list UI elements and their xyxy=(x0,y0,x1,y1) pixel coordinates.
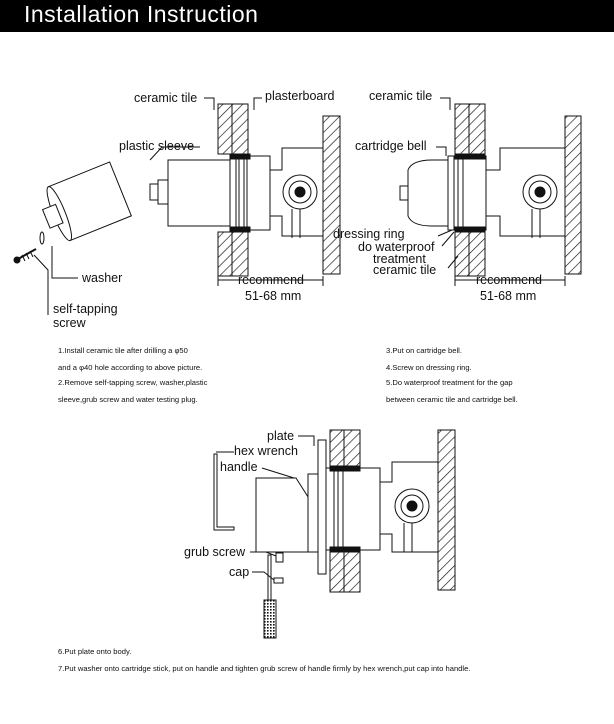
step-5-line-1: 5.Do waterproof treatment for the gap xyxy=(386,378,513,387)
rear-wall-2 xyxy=(564,115,582,275)
label-grub-screw: grub screw xyxy=(184,545,246,559)
ceramic-tile-lower-2 xyxy=(454,231,470,277)
page-title: Installation Instruction xyxy=(24,1,259,27)
label-plate: plate xyxy=(267,429,295,443)
grub-screw xyxy=(275,552,284,563)
step-7: 7.Put washer onto cartridge stick, put o… xyxy=(58,664,471,673)
handle xyxy=(255,477,311,553)
label-washer: washer xyxy=(82,271,123,285)
step-5-line-2: between ceramic tile and cartridge bell. xyxy=(386,395,518,404)
header-bar: Installation Instruction xyxy=(0,0,614,32)
label-hex-wrench: hex wrench xyxy=(234,444,298,458)
ceramic-tile-upper-3 xyxy=(329,429,345,471)
step-3: 3.Put on cartridge bell. xyxy=(386,346,462,355)
cap xyxy=(273,577,284,584)
plasterboard-lower xyxy=(231,231,249,277)
self-tapping-screw xyxy=(13,248,37,264)
label-recommend-2: recommend xyxy=(476,273,542,287)
washer xyxy=(39,231,45,245)
step-6: 6.Put plate onto body. xyxy=(58,647,132,656)
rear-wall-3 xyxy=(437,429,456,591)
label-screw: screw xyxy=(53,316,86,330)
label-cartridge-bell: cartridge bell xyxy=(355,139,427,153)
ceramic-tile-upper-2 xyxy=(454,103,470,155)
ceramic-tile-upper xyxy=(217,103,233,155)
label-plastic-sleeve: plastic sleeve xyxy=(119,139,195,153)
diagram-3 xyxy=(213,429,456,639)
label-dimension: 51-68 mm xyxy=(245,289,302,303)
valve-body xyxy=(167,159,231,227)
label-ceramic-tile-2: ceramic tile xyxy=(369,89,433,103)
label-dimension-2: 51-68 mm xyxy=(480,289,537,303)
hex-wrench xyxy=(213,453,235,531)
plasterboard-upper xyxy=(231,103,249,155)
diagram-2 xyxy=(399,97,582,286)
ceramic-tile-lower xyxy=(217,231,233,277)
screwdriver-grip xyxy=(263,599,277,639)
label-cap: cap xyxy=(229,565,250,579)
step-4: 4.Screw on dressing ring. xyxy=(386,363,472,372)
diagram-1 xyxy=(13,97,341,315)
label-ceramic-tile-3: ceramic tile xyxy=(373,263,437,277)
label-recommend: recommend xyxy=(238,273,304,287)
label-do-waterproof: do waterproof xyxy=(358,240,435,254)
label-ceramic-tile: ceramic tile xyxy=(134,91,198,105)
step-2-line-2: sleeve,grub screw and water testing plug… xyxy=(58,395,198,404)
rear-wall xyxy=(322,115,341,275)
label-dressing-ring: dressing ring xyxy=(333,227,405,241)
step-1-line-2: and a φ40 hole according to above pictur… xyxy=(58,363,203,372)
label-handle: handle xyxy=(220,460,258,474)
cartridge-bell xyxy=(407,159,449,227)
step-1-line-1: 1.Install ceramic tile after drilling a … xyxy=(58,346,188,355)
plate xyxy=(317,439,327,575)
label-self-tapping: self-tapping xyxy=(53,302,118,316)
ceramic-tile-lower-3 xyxy=(329,547,345,593)
step-2-line-1: 2.Remove self-tapping screw, washer,plas… xyxy=(58,378,208,387)
label-treatment: treatment xyxy=(373,252,426,266)
label-plasterboard: plasterboard xyxy=(265,89,335,103)
